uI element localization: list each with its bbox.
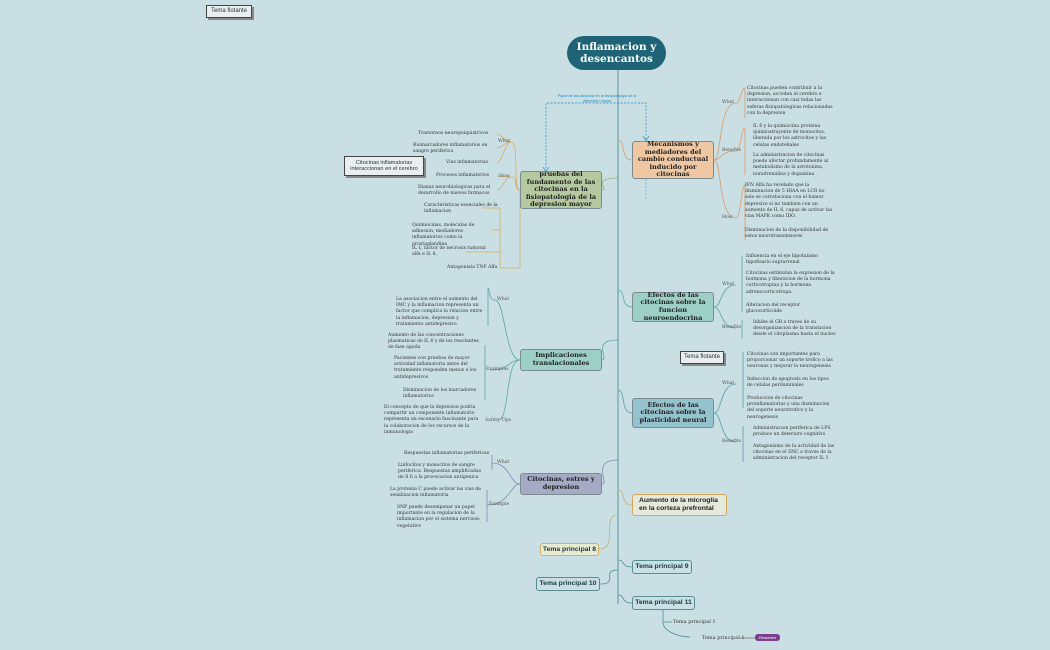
note: Induccion de apoptosis en los tipos de c… [747, 377, 829, 389]
summary-tag[interactable]: Resumen [755, 634, 781, 641]
topic-label: Efectos de las citocinas sobre la funcio… [640, 290, 706, 322]
note: Inhibe el GR a traves de su desorganizac… [753, 320, 836, 338]
central-topic-label: Inflamacion y desencantos [576, 40, 657, 65]
note: Influencia en el eje hipotalamo hipofisa… [746, 254, 818, 266]
label-what: What [497, 460, 510, 465]
note: La asociacion entre el aumento del IMC y… [396, 297, 483, 327]
floating-topic-left[interactable]: Citocinas inflamatorias interaccionan en… [344, 156, 424, 176]
note: Trastornos neuropsiquiatricos [418, 131, 489, 136]
relation-label: Papel de las citocinas en la fisiopatolo… [557, 94, 637, 103]
note: IFN Alfa ha revelado que la disminucion … [745, 183, 833, 219]
note: Vias inflamatorias [446, 160, 488, 165]
note: Pacientes con pruebas de mayor actividad… [394, 356, 477, 380]
label-how: How [722, 215, 733, 220]
note: Procesos inflamatorios [436, 173, 490, 178]
label-benefits: Benefits [722, 148, 742, 153]
note: Quimiocinas, moleculas de adhesion, medi… [412, 223, 475, 247]
topic-label: Tema principal 11 [635, 599, 692, 607]
note: Aumento de las concentraciones plasmatic… [388, 333, 479, 351]
note: Biomarcadores inflamatorios en sangre pe… [413, 143, 488, 155]
topic-label: Aumento de la microglia en la corteza pr… [639, 497, 718, 512]
topic-neuroendocrina[interactable]: Efectos de las citocinas sobre la funcio… [632, 290, 714, 322]
label-what: What [722, 100, 735, 105]
central-topic[interactable]: Inflamacion y desencantos [567, 36, 666, 70]
subtopic-tema-principal-1b[interactable]: Tema principal 1 [702, 635, 745, 641]
note: Linfocitos y monocitos de sangre perifer… [398, 463, 481, 481]
note: Citocinas son importantes para proporcio… [747, 352, 833, 370]
note: La proteina C puede activar las vias de … [390, 487, 481, 499]
topic-tema-principal-10[interactable]: Tema principal 10 [536, 577, 600, 591]
label-how: How [499, 174, 510, 179]
topic-label: Tema principal 8 [542, 545, 597, 553]
label-examples: Examples [486, 367, 509, 372]
note: SNP puede desempenar un papel importante… [397, 505, 480, 529]
floating-topic-label: Citocinas inflamatorias interaccionan en… [350, 159, 418, 172]
topic-label: Mecanismos y mediadores del cambio condu… [637, 140, 709, 179]
label-what: What [497, 297, 510, 302]
note: Antagonismo de la actividad de las citoc… [753, 444, 835, 462]
label-what: What [722, 282, 735, 287]
note: Antagonista TNF Alfa [447, 265, 498, 270]
subtopic-tema-principal-1[interactable]: Tema principal 1 [673, 619, 716, 625]
floating-topic-label: Tema flotante [210, 8, 248, 15]
note: Dianas neurobiologicas para el desarroll… [418, 185, 491, 197]
note: Citocinas estimulan la expresion de la h… [746, 271, 835, 295]
topic-fundamento[interactable]: pruebas del fundamento de las citocinas … [520, 170, 602, 209]
floating-topic-label: Tema flotante [683, 354, 721, 361]
label-benefits: Benefits [722, 325, 742, 330]
topic-label: Implicaciones translacionales [532, 351, 590, 367]
topic-plasticidad[interactable]: Efectos de las citocinas sobre la plasti… [632, 398, 714, 428]
topic-tema-principal-11[interactable]: Tema principal 11 [632, 596, 695, 610]
topic-label: pruebas del fundamento de las citocinas … [525, 170, 597, 209]
note: El concepto de que la depresion podria c… [384, 405, 479, 435]
note: Administracion periferica de LPS produce… [753, 426, 831, 438]
note: Caracteristicas esenciales de la inflama… [424, 203, 498, 215]
floating-topic-right[interactable]: Tema flotante [680, 351, 724, 364]
note: Citocinas pueden contribuir a la depresi… [747, 86, 833, 116]
topic-mecanismos[interactable]: Mecanismos y mediadores del cambio condu… [632, 140, 714, 179]
topic-implicaciones[interactable]: Implicaciones translacionales [520, 349, 602, 371]
floating-topic-top-left[interactable]: Tema flotante [206, 5, 252, 18]
note: IL 1, factor de necrosis tumoral alfa e … [412, 246, 486, 258]
note: Disminucion de los marcadores inflamator… [403, 388, 477, 400]
topic-label: Citocinas, estres y depresion [527, 475, 595, 491]
note: Produccion de citocinas proinflamatorias… [747, 396, 830, 420]
note: Alteracion del receptor glucocorticoide [746, 303, 801, 315]
topic-estres[interactable]: Citocinas, estres y depresion [520, 473, 602, 495]
topic-label: Tema principal 10 [539, 580, 597, 588]
topic-microglia[interactable]: Aumento de la microglia en la corteza pr… [632, 494, 727, 516]
topic-label: Efectos de las citocinas sobre la plasti… [639, 400, 707, 424]
note: Respuestas inflamatorias perifericas [404, 451, 490, 456]
label-what: What [498, 139, 511, 144]
note: La administracion de citocinas puede afe… [753, 153, 829, 177]
topic-label: Tema principal 9 [635, 563, 689, 571]
label-example: Example [489, 502, 510, 507]
note: IL 6 y la quimiocina proteina quimioatra… [753, 124, 827, 148]
label-safety-tips: Safety Tips [485, 418, 512, 423]
topic-tema-principal-8[interactable]: Tema principal 8 [540, 543, 599, 556]
label-what: What [722, 381, 735, 386]
note: Disminucion de la disponibilidad de esto… [745, 228, 829, 240]
topic-tema-principal-9[interactable]: Tema principal 9 [632, 560, 692, 574]
label-benefits: Benefits [722, 439, 742, 444]
